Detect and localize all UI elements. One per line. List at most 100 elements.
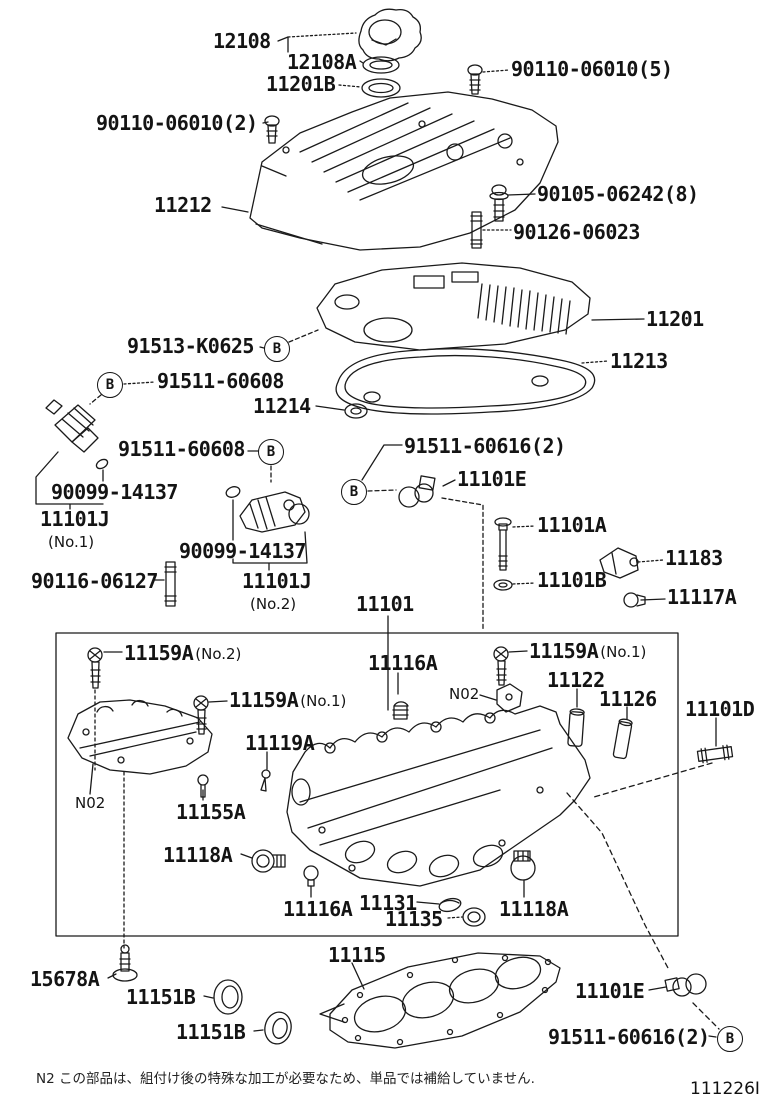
callout-12108a: 12108A — [287, 50, 357, 74]
camshaft-housing-drawing — [316, 262, 591, 351]
bolt-symbol-b-1: B — [264, 336, 290, 362]
callout-11101b: 11101B — [537, 568, 607, 592]
callout-11115: 11115 — [328, 943, 386, 967]
callout-91511-60616-top: 91511-60616(2) — [404, 434, 566, 458]
callout-11122: 11122 — [547, 668, 605, 692]
callout-90105-06242: 90105-06242(8) — [537, 182, 699, 206]
bolt-symbol-b-4: B — [341, 479, 367, 505]
callout-11118a-right: 11118A — [499, 897, 569, 921]
callout-11159a-no1-right: 11159A(No.1) — [529, 639, 647, 663]
bolt-90110-2-drawing — [264, 115, 280, 144]
injector-no2-drawing — [225, 486, 310, 533]
callout-11101d: 11101D — [685, 697, 755, 721]
callout-11118a-left: 11118A — [163, 843, 233, 867]
pin-11155a-drawing — [197, 774, 209, 798]
plug-11116a-top-drawing — [392, 701, 409, 720]
bolt-11159a-no2-drawing — [87, 647, 103, 689]
callout-11101a: 11101A — [537, 513, 607, 537]
footnote: N2 この部品は、組付け後の特殊な加工が必要なため、単品では補給していません. — [36, 1071, 535, 1087]
callout-91511-60608-2: 91511-60608 — [118, 437, 245, 461]
bolt-90110-5-drawing — [467, 64, 483, 95]
sensor-11101e-bottom-drawing — [664, 973, 707, 997]
callout-90116-06127: 90116-06127 — [31, 569, 158, 593]
head-bolt-11101a-drawing — [494, 517, 512, 571]
cap-gasket-drawing — [362, 56, 400, 74]
callout-11212: 11212 — [154, 193, 212, 217]
callout-11201b: 11201B — [266, 72, 336, 96]
front-direction-arrow — [319, 1003, 345, 1023]
callout-11201: 11201 — [646, 307, 704, 331]
cylinder-head-drawing — [286, 705, 591, 887]
seal-11151b-1-drawing — [213, 979, 243, 1015]
stud-90116-drawing — [164, 561, 177, 607]
callout-91511-60608-1: 91511-60608 — [157, 369, 284, 393]
callout-12108: 12108 — [213, 29, 271, 53]
washer-11101b-drawing — [493, 579, 513, 591]
callout-11101e-bottom: 11101E — [575, 979, 645, 1003]
callout-15678a: 15678A — [30, 967, 100, 991]
callout-11214: 11214 — [253, 394, 311, 418]
valve-cover-drawing — [249, 91, 559, 251]
callout-11159a-no1-left: 11159A(No.1) — [229, 688, 347, 712]
valve-guide-11126-drawing — [612, 718, 633, 760]
oil-filler-cap-drawing — [358, 8, 422, 62]
callout-90099-14137-no2: 90099-14137 — [179, 539, 306, 563]
callout-90099-14137-no1: 90099-14137 — [51, 480, 178, 504]
bearing-cap-carrier-drawing — [67, 699, 213, 775]
plug-11116a-bottom-drawing — [303, 865, 319, 887]
callout-11213: 11213 — [610, 349, 668, 373]
sensor-15678a-drawing — [112, 944, 138, 982]
callout-91511-60616-bottom: 91511-60616(2) — [548, 1025, 710, 1049]
head-gasket-drawing — [329, 952, 561, 1049]
callout-11135: 11135 — [385, 907, 443, 931]
bolt-symbol-b-3: B — [258, 439, 284, 465]
callout-11131: 11131 — [359, 891, 417, 915]
bolt-symbol-b-2: B — [97, 372, 123, 398]
callout-11117a: 11117A — [667, 585, 737, 609]
stud-90126-drawing — [470, 211, 483, 249]
cap-11131-drawing — [438, 897, 462, 913]
injector-no1-drawing — [45, 399, 109, 470]
callout-91513-k0625: 91513-K0625 — [127, 334, 254, 358]
seal-11135-drawing — [462, 907, 486, 927]
callout-11159a-no2: 11159A(No.2) — [124, 641, 242, 665]
callout-11119a: 11119A — [245, 731, 315, 755]
bolt-11119a-drawing — [260, 769, 271, 792]
plug-11117a-drawing — [623, 592, 646, 608]
bracket-n02-right-drawing — [496, 683, 523, 713]
callout-11116a-top: 11116A — [368, 651, 438, 675]
callout-90126-06023: 90126-06023 — [513, 220, 640, 244]
bolt-90105-drawing — [489, 184, 509, 222]
callout-90110-06010-5: 90110-06010(5) — [511, 57, 673, 81]
gasket-piece-11214-drawing — [344, 403, 368, 419]
bolt-symbol-b-5: B — [717, 1026, 743, 1052]
sensor-11183-drawing — [599, 547, 639, 579]
callout-11116a-bottom: 11116A — [283, 897, 353, 921]
callout-n02-left: N02 — [75, 794, 106, 812]
bolt-11159a-no1-left-drawing — [193, 695, 209, 735]
callout-11101e-top: 11101E — [457, 467, 527, 491]
cover-gasket-drawing — [335, 348, 596, 415]
callout-11101j-no1: 11101J(No.1) — [40, 507, 110, 551]
cylinder-head-group-box — [55, 632, 679, 937]
callout-11151b-1: 11151B — [126, 985, 196, 1009]
plug-11118a-right-drawing — [510, 850, 536, 881]
stud-11101d-drawing — [696, 744, 734, 764]
callout-11101j-no2: 11101J(No.2) — [242, 569, 312, 613]
callout-11183: 11183 — [665, 546, 723, 570]
plug-11118a-left-drawing — [251, 849, 286, 873]
callout-n02-right: N02 — [449, 685, 480, 703]
sensor-11101e-top-drawing — [398, 475, 436, 508]
leader-lines — [35, 32, 720, 1038]
cover-gasket-ring-drawing — [361, 78, 401, 98]
callout-90110-06010-2: 90110-06010(2) — [96, 111, 258, 135]
callout-11155a: 11155A — [176, 800, 246, 824]
bolt-11159a-no1-right-drawing — [493, 646, 509, 686]
valve-guide-11122-drawing — [567, 708, 585, 747]
callout-11101: 11101 — [356, 592, 414, 616]
figure-code: 111226I — [690, 1079, 760, 1099]
callout-11126: 11126 — [599, 687, 657, 711]
callout-11151b-2: 11151B — [176, 1020, 246, 1044]
